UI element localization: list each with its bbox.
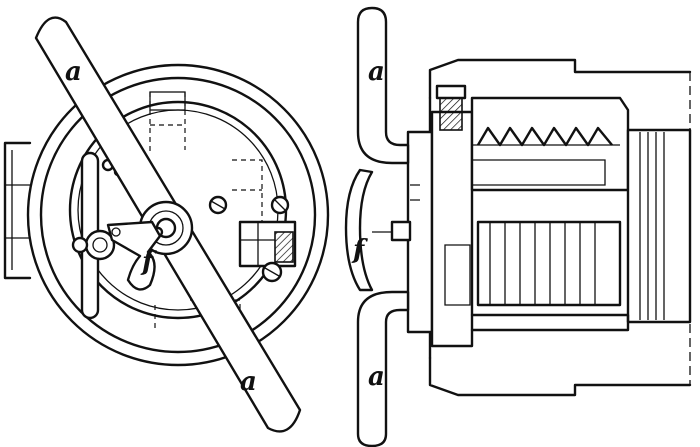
lever-f-side [344,168,374,292]
side-section-view: a a f [344,6,692,447]
lower-screw [476,220,622,307]
handle-top [356,6,410,165]
label-f-left: f [140,247,157,277]
body-outline [428,58,692,397]
locking-lever [106,220,162,291]
label-a-top-right: a [368,57,385,87]
end-view: a a f [3,16,330,433]
sleeve [626,128,692,324]
label-a-bottom-left: a [240,367,257,397]
set-screw [439,94,463,131]
label-a-bottom-right: a [368,362,385,392]
handle-bottom [356,290,410,447]
outer-body [26,63,330,367]
flange-plate [406,130,434,334]
face-ring [39,76,317,354]
mounting-lug [3,141,32,280]
label-f-right: f [351,235,368,265]
label-a-top-left: a [65,57,82,87]
hidden-lines [149,92,263,330]
